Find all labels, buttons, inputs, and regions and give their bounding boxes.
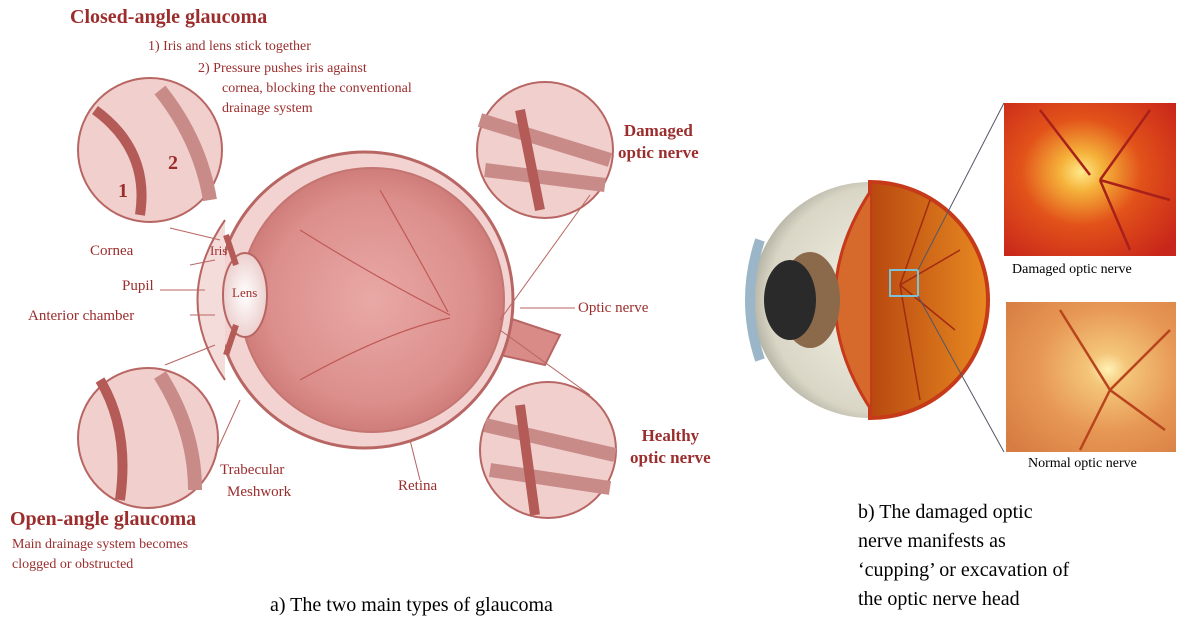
inset-number-1: 1 xyxy=(118,180,128,203)
closed-angle-step2-line3: drainage system xyxy=(222,100,313,117)
closed-angle-inset xyxy=(78,78,222,222)
label-cornea: Cornea xyxy=(90,243,133,260)
label-lens: Lens xyxy=(232,285,257,301)
closed-angle-step1: 1) Iris and lens stick together xyxy=(148,38,311,55)
eye-model xyxy=(750,182,988,418)
caption-b-line4: the optic nerve head xyxy=(858,585,1069,614)
inset-number-2: 2 xyxy=(168,152,178,175)
damaged-line2: optic nerve xyxy=(618,142,699,164)
damaged-optic-nerve-photo xyxy=(1004,103,1176,256)
closed-angle-title: Closed-angle glaucoma xyxy=(70,6,267,29)
label-normal-photo: Normal optic nerve xyxy=(1028,456,1137,472)
caption-b-line2: nerve manifests as xyxy=(858,527,1069,556)
caption-b-line3: ‘cupping’ or excavation of xyxy=(858,556,1069,585)
label-damaged-photo: Damaged optic nerve xyxy=(1012,262,1132,278)
caption-b-line1: b) The damaged optic xyxy=(858,498,1069,527)
healthy-line2: optic nerve xyxy=(630,447,711,469)
healthy-nerve-inset xyxy=(480,382,616,518)
open-angle-line1: Main drainage system becomes xyxy=(12,536,188,553)
damaged-line1: Damaged xyxy=(618,120,699,142)
label-meshwork: Meshwork xyxy=(227,484,291,501)
label-optic-nerve: Optic nerve xyxy=(578,300,648,317)
healthy-line1: Healthy xyxy=(630,425,711,447)
eyeball-inner xyxy=(240,168,504,432)
closed-angle-step2-line2: cornea, blocking the conventional xyxy=(222,80,412,97)
open-angle-line2: clogged or obstructed xyxy=(12,556,133,573)
label-anterior-chamber: Anterior chamber xyxy=(28,308,134,325)
label-pupil: Pupil xyxy=(122,278,154,295)
label-damaged-optic-nerve: Damaged optic nerve xyxy=(618,120,699,164)
label-iris: Iris xyxy=(210,243,227,259)
label-retina: Retina xyxy=(398,478,437,495)
closed-angle-step2-line1: 2) Pressure pushes iris against xyxy=(198,60,367,77)
open-angle-title: Open-angle glaucoma xyxy=(10,508,196,531)
label-healthy-optic-nerve: Healthy optic nerve xyxy=(630,425,711,469)
caption-b: b) The damaged optic nerve manifests as … xyxy=(858,498,1069,614)
label-trabecular: Trabecular xyxy=(220,462,284,479)
open-angle-inset xyxy=(78,368,218,508)
damaged-nerve-inset xyxy=(477,82,613,218)
caption-a: a) The two main types of glaucoma xyxy=(270,594,553,617)
